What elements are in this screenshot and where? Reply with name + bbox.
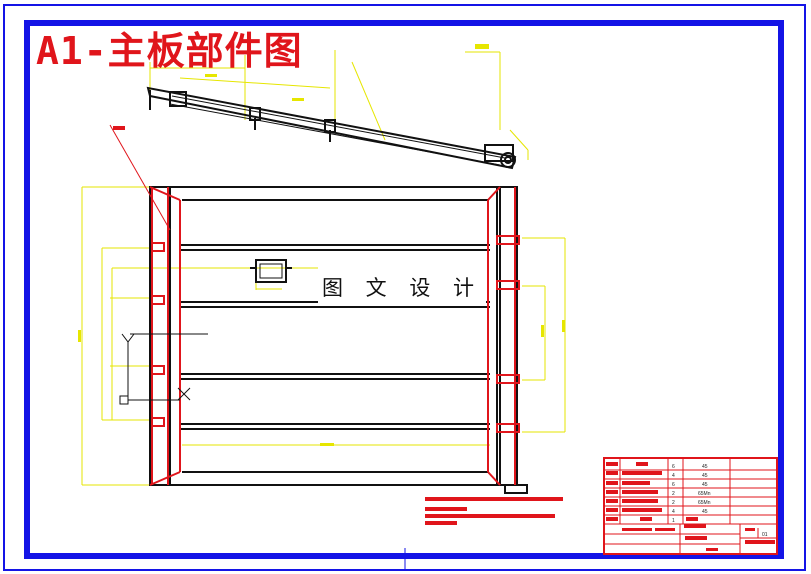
watermark-label: 图 文 设 计 [318,268,486,306]
material-row-3: 45 [702,482,708,488]
material-row-5: 65Mn [698,500,711,506]
drawing-title: A1-主板部件图 [36,29,303,73]
material-row-6: 45 [702,509,708,515]
material-row-2: 45 [702,473,708,479]
qty-row-2: 4 [672,473,675,479]
qty-row-6: 4 [672,509,675,515]
scale-cell: 01 [762,532,768,538]
material-row-1: 45 [702,464,708,470]
material-row-4: 65Mn [698,491,711,497]
qty-row-4: 2 [672,491,675,497]
qty-row-5: 2 [672,500,675,506]
qty-row-7: 1 [672,518,675,524]
front-view [78,124,566,494]
technical-notes-block [425,497,563,525]
title-block: 6 4 6 2 2 4 1 45 45 45 65Mn 65Mn 45 01 [603,457,778,555]
qty-row-1: 6 [672,464,675,470]
title-block-values: 6 4 6 2 2 4 1 45 45 45 65Mn 65Mn 45 01 [672,464,768,538]
qty-row-3: 6 [672,482,675,488]
side-view [146,44,529,170]
